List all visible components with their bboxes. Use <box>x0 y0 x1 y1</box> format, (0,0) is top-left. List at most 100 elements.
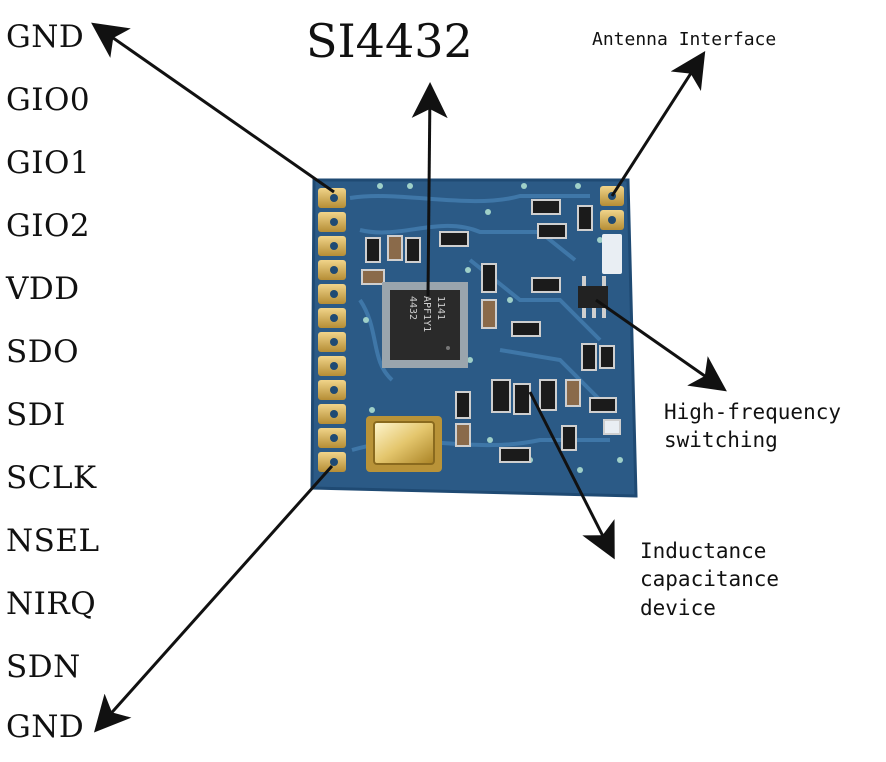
crystal-lid <box>373 421 435 465</box>
pin-hole <box>330 290 338 298</box>
pcb-trace <box>349 194 590 204</box>
switch-callout-line2: switching <box>664 428 778 453</box>
antenna-pad <box>602 234 622 274</box>
pcb-vias <box>363 183 623 473</box>
smd-inductor <box>539 379 557 411</box>
pcb-trace <box>499 348 602 402</box>
smd-capacitor <box>581 343 597 371</box>
arrow-title <box>411 82 448 297</box>
module-title: SI4432 <box>306 14 473 68</box>
smd-capacitor <box>589 397 617 413</box>
smd-capacitor <box>531 199 561 215</box>
arrow-antenna <box>610 50 706 197</box>
smd-capacitor <box>599 345 615 369</box>
si4432-chip: 4432 APF1Y1 1141 <box>382 282 468 368</box>
smd-capacitor <box>387 235 403 261</box>
smd-resistor <box>405 237 421 263</box>
via <box>467 357 473 363</box>
switch-callout: High-frequency switching <box>664 398 841 455</box>
via <box>465 267 471 273</box>
via <box>485 209 491 215</box>
callout-arrows <box>91 22 727 733</box>
chip-marking: 4432 <box>407 296 418 320</box>
pin-label-nirq: NIRQ <box>6 586 97 622</box>
via <box>507 297 513 303</box>
via <box>577 467 583 473</box>
antenna-pads <box>600 186 624 274</box>
pin-hole <box>330 458 338 466</box>
antenna-callout: Antenna Interface <box>592 28 776 52</box>
rf-switch-leg <box>582 276 586 286</box>
pin-label-nsel: NSEL <box>6 523 100 559</box>
arrow-gnd-top <box>91 22 335 194</box>
pin-hole <box>330 266 338 274</box>
via <box>597 237 603 243</box>
smd-resistor <box>481 299 497 329</box>
via <box>363 317 369 323</box>
smd-capacitor <box>511 321 541 337</box>
pin-label-gio0: GIO0 <box>6 82 91 118</box>
pin-hole <box>330 410 338 418</box>
smd-resistor <box>561 425 577 451</box>
arrow-lc <box>528 391 615 560</box>
smd-capacitor <box>531 277 561 293</box>
antenna-pad-hole <box>608 216 616 224</box>
via <box>487 437 493 443</box>
smd-resistor <box>481 263 497 293</box>
smd-inductor <box>491 379 511 413</box>
pin-hole <box>330 434 338 442</box>
via <box>575 183 581 189</box>
crystal <box>366 416 442 472</box>
arrow-switch <box>595 298 727 392</box>
rf-switch-leg <box>602 308 606 318</box>
arrow-gnd-bottom <box>94 465 334 733</box>
rf-switch-leg <box>592 308 596 318</box>
pin-label-gio2: GIO2 <box>6 208 91 244</box>
pin-hole <box>330 362 338 370</box>
smd-capacitor <box>439 231 469 247</box>
pin-label-gnd-bottom: GND <box>6 709 85 745</box>
pin-label-sdo: SDO <box>6 334 80 370</box>
rf-switch-leg <box>582 308 586 318</box>
lc-callout: Inductance capacitance device <box>640 537 779 622</box>
pin-label-vdd: VDD <box>6 271 80 307</box>
left-pin-pads <box>318 188 346 472</box>
lc-callout-line2: capacitance <box>640 567 780 592</box>
pin-hole <box>330 242 338 250</box>
via <box>369 407 375 413</box>
smd-capacitor <box>565 379 581 407</box>
smd-components <box>361 199 621 463</box>
rf-switch-leg <box>602 276 606 286</box>
pin-hole <box>330 338 338 346</box>
switch-callout-line1: High-frequency <box>664 400 842 424</box>
smd-capacitor <box>361 269 385 285</box>
pin-label-sdn: SDN <box>6 649 81 685</box>
smd-capacitor <box>603 419 621 435</box>
chip-pin1-dot <box>446 346 450 350</box>
pin-label-sclk: SCLK <box>6 460 97 496</box>
smd-capacitor <box>499 447 531 463</box>
pin-label-gnd-top: GND <box>6 19 85 55</box>
pin-hole <box>330 194 338 202</box>
via <box>377 183 383 189</box>
pin-label-gio1: GIO1 <box>6 145 91 181</box>
via <box>521 183 527 189</box>
smd-capacitor <box>537 223 567 239</box>
chip-marking: APF1Y1 <box>421 296 432 332</box>
smd-inductor <box>513 383 531 415</box>
pin-label-sdi: SDI <box>6 397 66 433</box>
pin-hole <box>330 218 338 226</box>
via <box>407 183 413 189</box>
chip-marking: 1141 <box>435 296 446 320</box>
smd-capacitor <box>455 391 471 419</box>
pin-hole <box>330 386 338 394</box>
via <box>617 457 623 463</box>
smd-resistor <box>577 205 593 231</box>
lc-callout-line3: device <box>640 595 716 620</box>
smd-capacitor <box>455 423 471 447</box>
pin-hole <box>330 314 338 322</box>
pcb: 4432 APF1Y1 1141 <box>310 178 638 498</box>
lc-callout-line1: Inductance <box>640 539 767 563</box>
